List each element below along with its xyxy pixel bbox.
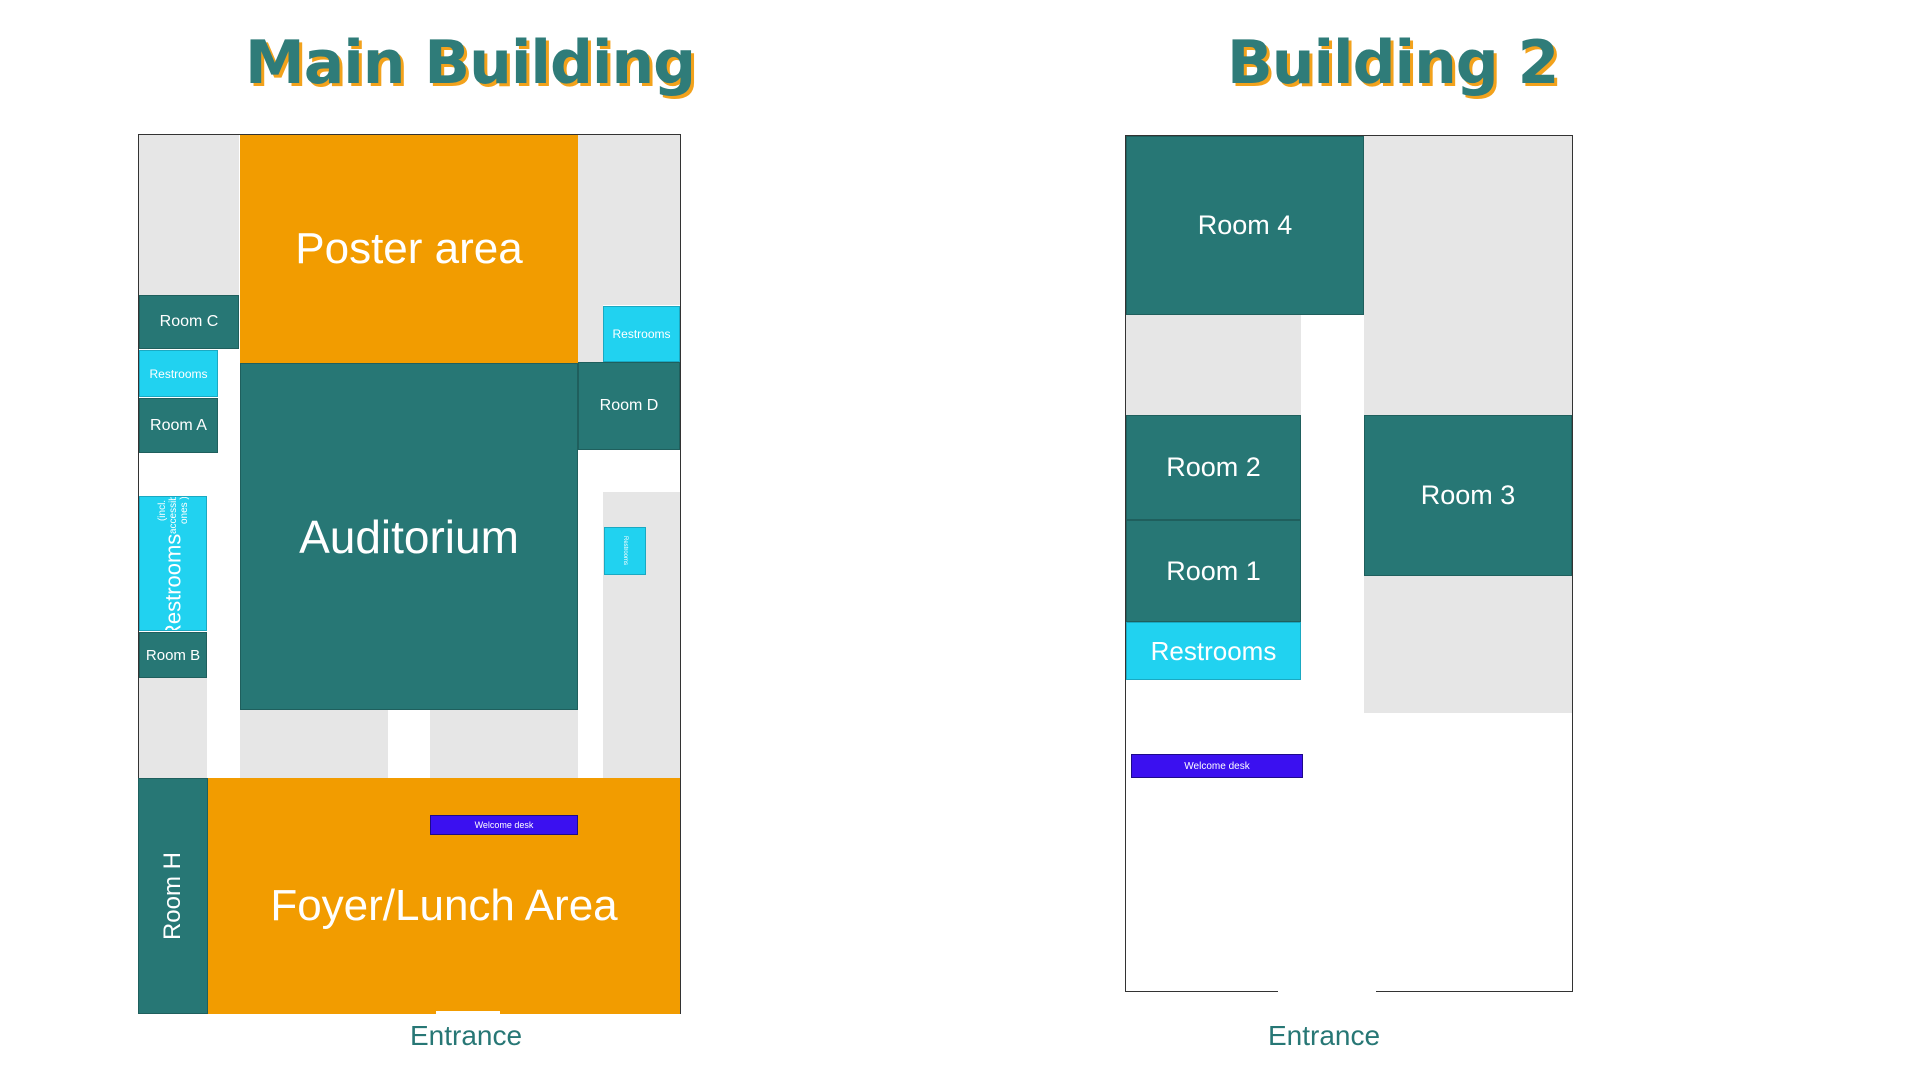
- gray-block: [578, 305, 603, 362]
- room-d[interactable]: Room D: [578, 362, 680, 450]
- room-a[interactable]: Room A: [139, 398, 218, 453]
- gray-block: [1364, 576, 1572, 713]
- foyer-lunch-area[interactable]: Foyer/Lunch Area: [208, 778, 680, 1014]
- gray-block: [139, 135, 239, 295]
- gray-block: [578, 135, 680, 305]
- room-h-label: Room H: [159, 851, 186, 941]
- room-3[interactable]: Room 3: [1364, 415, 1572, 576]
- main-building-title: Main Building: [245, 28, 696, 98]
- restrooms-right-top[interactable]: Restrooms: [603, 306, 680, 362]
- restrooms-b2[interactable]: Restrooms: [1126, 622, 1301, 680]
- room-h[interactable]: Room H: [138, 778, 208, 1014]
- gray-block: [1364, 136, 1572, 415]
- restrooms-left-top[interactable]: Restrooms: [139, 350, 218, 397]
- restrooms-right-small[interactable]: Restrooms: [604, 527, 646, 575]
- gray-block: [139, 678, 207, 778]
- restrooms-right-small-label: Restrooms: [622, 536, 628, 566]
- gray-block: [240, 710, 388, 778]
- restrooms-accessible-note: (incl. accessible ones ): [156, 496, 190, 534]
- room-c[interactable]: Room C: [139, 295, 239, 349]
- room-1[interactable]: Room 1: [1126, 520, 1301, 622]
- gray-block: [430, 710, 578, 778]
- building-2-title: Building 2: [1227, 28, 1559, 98]
- entrance-gap-main: [436, 1011, 500, 1016]
- gray-block: [1126, 315, 1301, 415]
- welcome-desk-main[interactable]: Welcome desk: [430, 815, 578, 835]
- restrooms-accessible-title: Restrooms: [160, 533, 185, 631]
- poster-area[interactable]: Poster area: [240, 135, 578, 363]
- entrance-gap-b2: [1278, 989, 1376, 994]
- auditorium[interactable]: Auditorium: [240, 363, 578, 710]
- entrance-label-main: Entrance: [410, 1020, 523, 1051]
- entrance-label-b2: Entrance: [1268, 1020, 1381, 1051]
- room-b[interactable]: Room B: [139, 632, 207, 678]
- restrooms-accessible[interactable]: Restrooms (incl. accessible ones ): [139, 496, 207, 631]
- room-4[interactable]: Room 4: [1126, 136, 1364, 315]
- restrooms-accessible-label: Restrooms (incl. accessible ones ): [156, 496, 190, 631]
- room-2[interactable]: Room 2: [1126, 415, 1301, 520]
- welcome-desk-b2[interactable]: Welcome desk: [1131, 754, 1303, 778]
